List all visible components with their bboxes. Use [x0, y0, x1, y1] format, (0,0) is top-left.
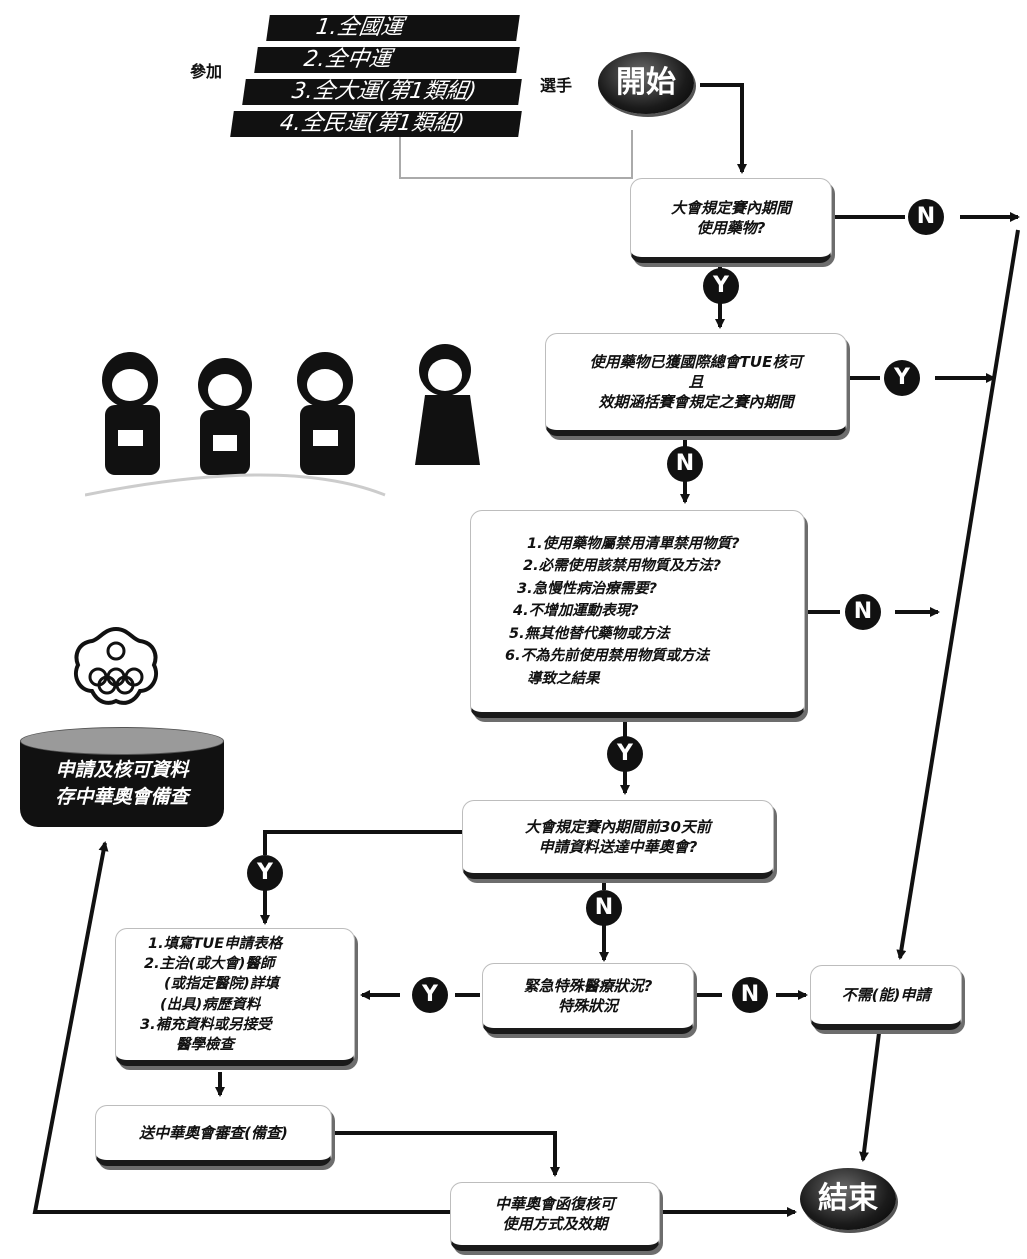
criterion-1: 1.使用藥物屬禁用清單禁用物質? [527, 535, 740, 552]
no-badge: N [908, 199, 944, 235]
archive-line1: 申請及核可資料 [55, 759, 189, 781]
decision5-line1: 緊急特殊醫療狀況? [523, 976, 653, 995]
reply-line1: 中華奧會函復核可 [494, 1194, 615, 1213]
criterion-4: 4.不增加運動表現? [513, 603, 639, 620]
reply-line2: 使用方式及效期 [502, 1215, 608, 1233]
decision2-line3: 效期涵括賽會規定之賽內期間 [598, 393, 794, 412]
yes-badge: Y [703, 268, 739, 304]
decision1-line1: 大會規定賽內期間 [670, 198, 791, 217]
ctoc-reply-approval: 中華奧會函復核可 使用方式及效期 [450, 1182, 660, 1251]
tue-application-steps: 1.填寫TUE申請表格 2.主治(或大會)醫師 (或指定醫院)詳填 (出具)病歷… [115, 928, 355, 1066]
apply-step-2: 2.主治(或大會)醫師 [144, 955, 275, 972]
archive-line2: 存中華奧會備查 [55, 785, 189, 808]
yes-badge: Y [247, 855, 283, 891]
decision-emergency-medical: 緊急特殊醫療狀況? 特殊狀況 [482, 963, 694, 1034]
arrow-noapply-to-end [859, 1024, 882, 1162]
athletes-illustration [85, 344, 480, 497]
ctoc-emblem-icon [73, 626, 159, 705]
archive-database: 申請及核可資料 存中華奧會備查 [20, 727, 224, 832]
no-badge: N [845, 594, 881, 630]
decision2-line2: 且 [688, 372, 704, 391]
arrow-d4-yes [263, 830, 462, 855]
event-item-4: 4.全民運(第1類組) [230, 111, 522, 137]
event-item-2: 2.全中運 [254, 47, 520, 73]
decision4-line1: 大會規定賽內期間前30天前 [525, 817, 711, 836]
yes-badge: Y [412, 977, 448, 1013]
decision2-line1: 使用藥物已獲國際總會TUE核可 [589, 352, 803, 371]
decision5-line2: 特殊狀況 [557, 997, 618, 1015]
end-terminal: 結束 [800, 1168, 896, 1230]
send-review-text: 送中華奧會審查(備查) [139, 1123, 288, 1142]
decision-ifs-tue-approved: 使用藥物已獲國際總會TUE核可 且 效期涵括賽會規定之賽內期間 [545, 333, 847, 436]
arrow-start-to-d1 [700, 83, 747, 174]
apply-step-1: 1.填寫TUE申請表格 [148, 935, 283, 952]
event-item-1: 1.全國運 [266, 15, 520, 41]
yes-badge: Y [607, 736, 643, 772]
apply-step-3a: 醫學檢查 [176, 1037, 234, 1054]
decision1-line2: 使用藥物? [696, 219, 766, 237]
start-terminal: 開始 [598, 52, 694, 114]
athlete-label: 選手 [540, 76, 573, 95]
no-apply-text: 不需(能)申請 [841, 985, 931, 1004]
arrow-right-rail [896, 229, 1020, 960]
send-for-review: 送中華奧會審查(備查) [95, 1105, 332, 1166]
arrow-reply-to-archive [32, 841, 450, 1214]
apply-step-2a: (或指定醫院)詳填 [164, 976, 279, 993]
decision-30-days-submission: 大會規定賽內期間前30天前 申請資料送達中華奧會? [462, 800, 774, 879]
no-badge: N [667, 446, 703, 482]
decision4-line2: 申請資料送達中華奧會? [538, 838, 698, 856]
decision-in-competition-medication: 大會規定賽內期間 使用藥物? [630, 178, 832, 263]
no-badge: N [586, 890, 622, 926]
yes-badge: Y [884, 360, 920, 396]
participate-label: 參加 [190, 62, 223, 81]
criterion-6-cont: 導致之結果 [527, 670, 600, 687]
apply-step-3: 3.補充資料或另接受 [140, 1016, 272, 1033]
no-badge: N [732, 977, 768, 1013]
tue-criteria-box: 1.使用藥物屬禁用清單禁用物質? 2.必需使用該禁用物質及方法? 3.急慢性病治… [470, 510, 805, 718]
no-application-needed: 不需(能)申請 [810, 965, 962, 1030]
arrow-send-to-reply [330, 1131, 560, 1177]
criterion-3: 3.急慢性病治療需要? [517, 580, 658, 597]
apply-step-2b: (出具)病歷資料 [160, 996, 261, 1013]
criterion-2: 2.必需使用該禁用物質及方法? [523, 558, 722, 575]
criterion-5: 5.無其他替代藥物或方法 [509, 625, 670, 642]
event-item-3: 3.全大運(第1類組) [242, 79, 522, 105]
criterion-6: 6.不為先前使用禁用物質或方法 [505, 648, 710, 665]
